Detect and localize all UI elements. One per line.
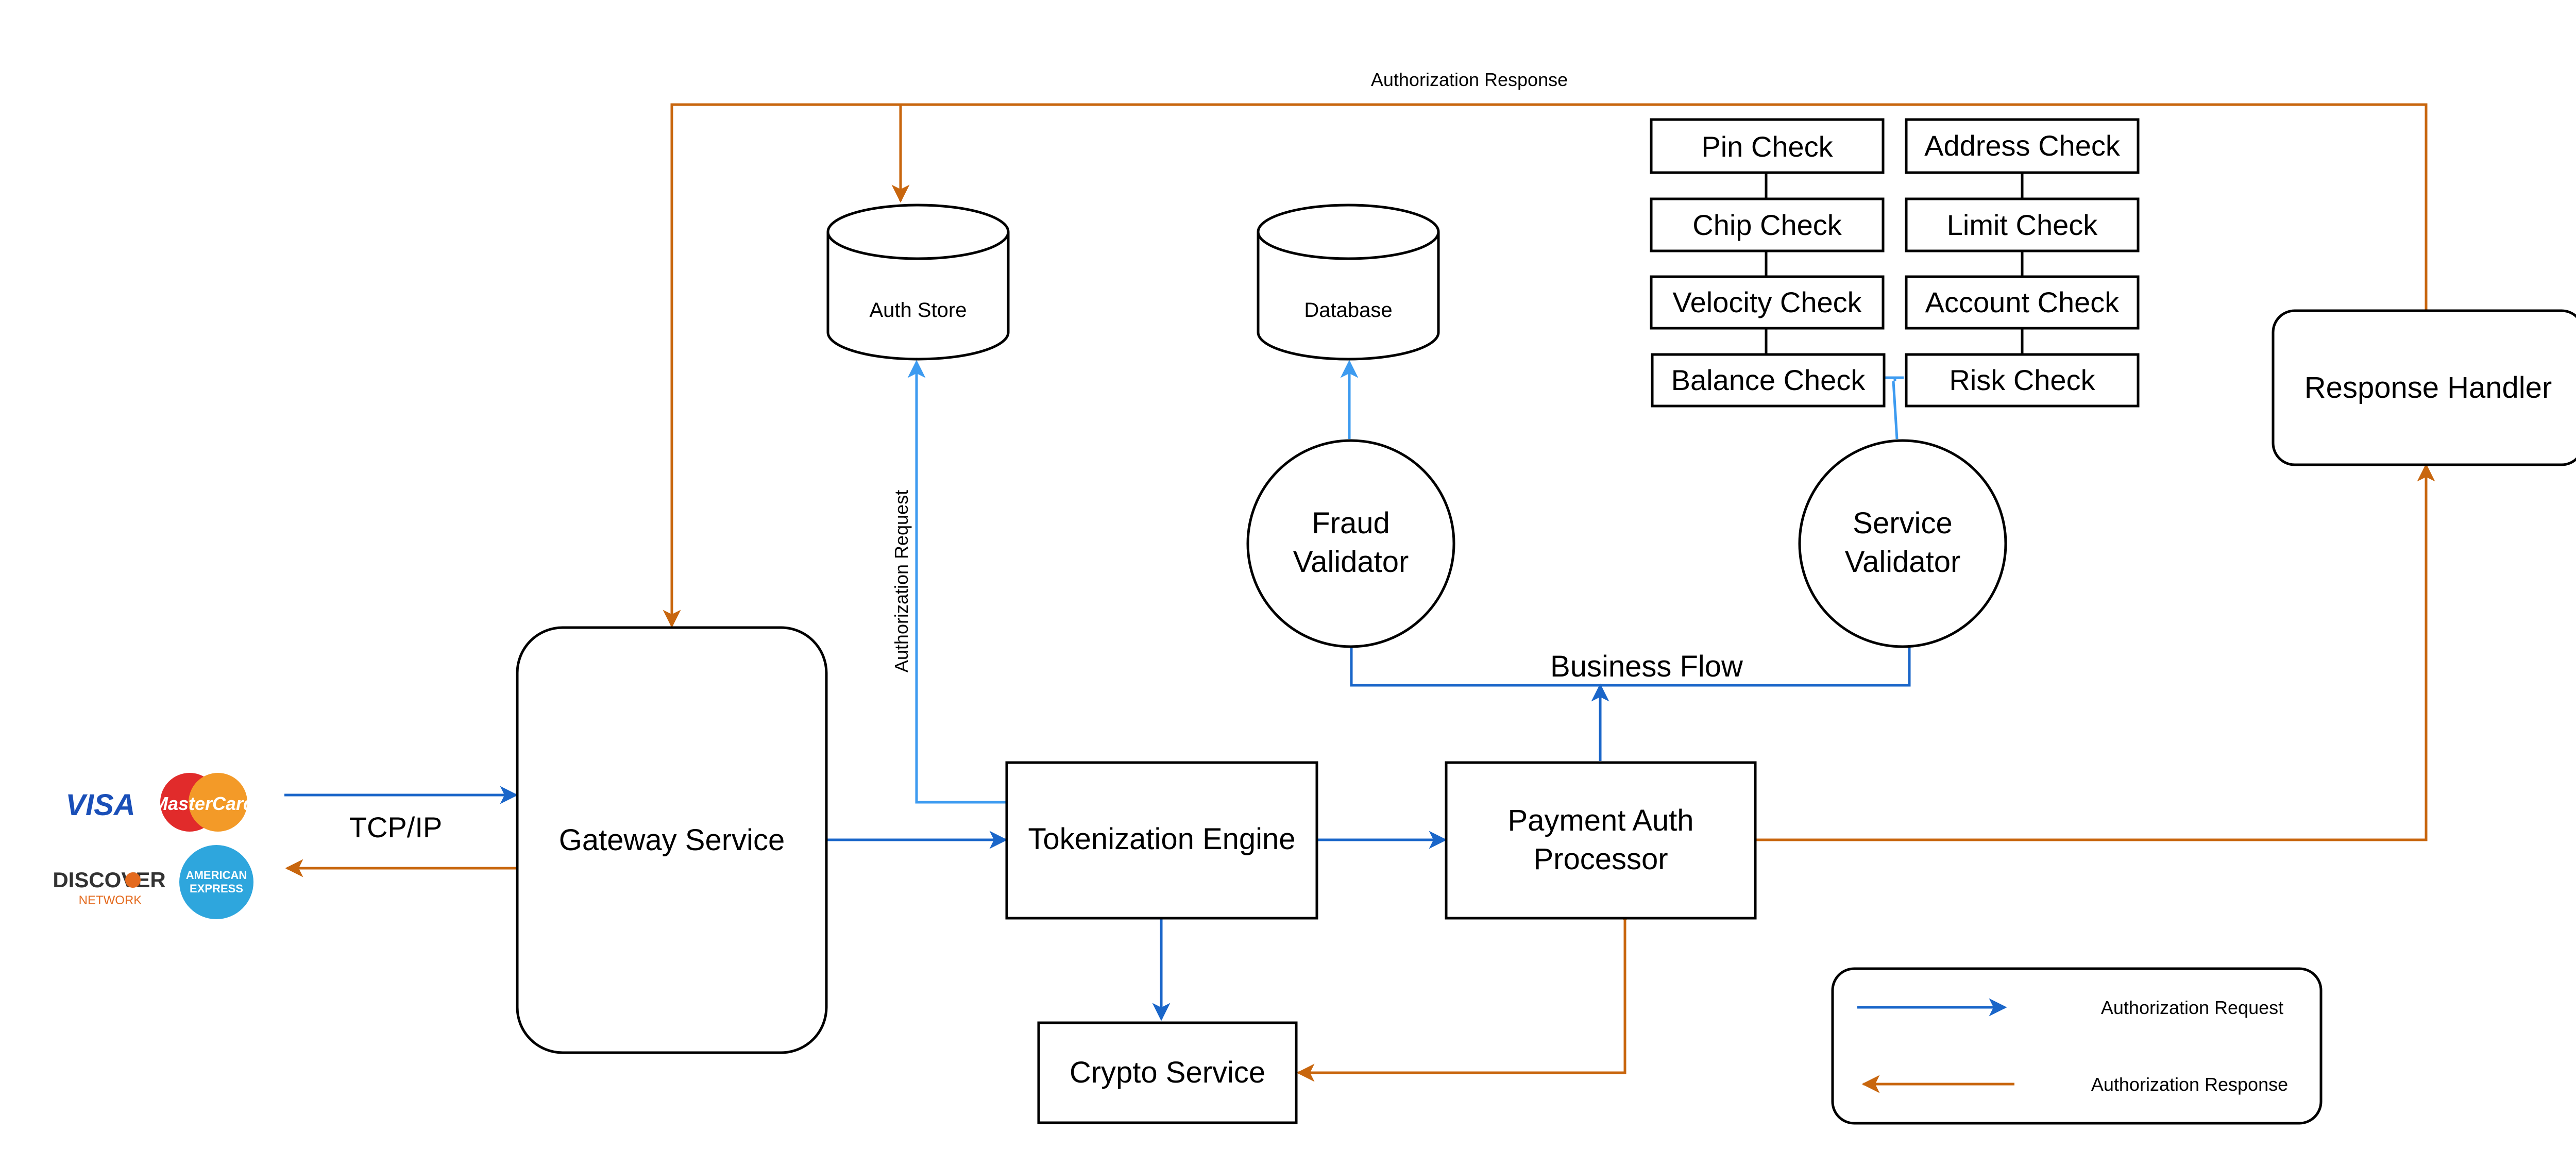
edge-response-loop-to-gateway [663,103,2428,628]
amex-line1: AMERICAN [186,869,247,882]
amex-circle [179,845,253,919]
edge-tokenization-to-authstore [907,360,1006,804]
check-box: Pin Check [1650,118,1885,174]
connectors [284,103,2435,1082]
auth-store-label: Auth Store [869,299,967,322]
payment-auth-label-line2: Processor [1533,842,1668,876]
edge-service-to-checks [1892,379,1899,440]
tcpip-label: TCP/IP [349,811,442,843]
payment-auth-label-line1: Payment Auth [1507,804,1693,837]
check-box: Limit Check [1905,197,2140,252]
tokenization-engine-node: Tokenization Engine [1005,761,1318,920]
response-handler-node: Response Handler [2272,309,2576,466]
crypto-service-node: Crypto Service [1037,1021,1298,1124]
visa-logo: VISA [65,788,135,822]
check-box: Address Check [1905,118,2140,174]
check-box-label: Chip Check [1692,209,1842,241]
legend-request-label: Authorization Request [2101,997,2283,1018]
check-box: Balance Check [1651,353,1886,408]
edge-crypto-payment [1296,905,1634,1082]
check-box-label: Balance Check [1671,364,1866,396]
authorization-request-vertical-label: Authorization Request [891,490,912,672]
check-box-label: Risk Check [1949,364,2095,396]
checks-right-column: Address Check Limit Check Account Check … [1905,118,2140,408]
check-box: Risk Check [1905,353,2140,408]
check-box: Velocity Check [1650,275,1885,330]
check-box-label: Pin Check [1701,130,1833,163]
edge-payment-to-response-handler [1756,463,2435,841]
gateway-service-label: Gateway Service [559,823,785,857]
crypto-service-label: Crypto Service [1070,1056,1265,1089]
gateway-service-node: Gateway Service [516,626,828,1054]
mastercard-logo: MasterCard [152,773,255,832]
check-box-label: Limit Check [1947,209,2098,241]
amex-logo: AMERICAN EXPRESS [179,845,253,919]
tokenization-engine-label: Tokenization Engine [1028,822,1295,856]
response-handler-label: Response Handler [2304,371,2552,404]
service-validator-line2: Validator [1845,545,1961,579]
discover-network-text: NETWORK [79,893,142,907]
visa-logo-text: VISA [65,788,135,822]
fraud-validator-node: Fraud Validator [1246,439,1455,648]
payment-auth-processor-node: Payment Auth Processor [1445,761,1757,920]
service-validator-line1: Service [1853,506,1952,540]
mastercard-orange-circle [189,773,247,832]
check-box-label: Velocity Check [1672,286,1862,318]
discover-logo-text: DISCOVER [53,868,165,892]
business-flow-label: Business Flow [1550,650,1743,683]
check-box-label: Account Check [1925,286,2120,318]
check-box-label: Address Check [1924,129,2121,162]
database-node: Database [1257,204,1440,361]
fraud-validator-line2: Validator [1293,545,1409,579]
discover-logo: DISCOVER NETWORK [53,868,165,907]
check-box: Account Check [1905,275,2140,330]
legend: Authorization Request Authorization Resp… [1831,967,2323,1125]
fraud-validator-line1: Fraud [1312,506,1390,540]
check-box: Chip Check [1650,197,1885,252]
card-networks: VISA MasterCard DISCOVER NETWORK AMERICA… [53,773,255,919]
auth-store-node: Auth Store [826,204,1010,361]
database-label: Database [1304,299,1392,322]
service-validator-node: Service Validator [1798,439,2007,648]
legend-response-label: Authorization Response [2091,1074,2288,1095]
amex-line2: EXPRESS [190,882,243,895]
checks-left-column: Pin Check Chip Check Velocity Check Bala… [1650,118,1886,408]
discover-dot [125,872,141,888]
business-flow-bracket [1350,645,1911,687]
authorization-response-top-label: Authorization Response [1371,69,1568,90]
mastercard-logo-text: MasterCard [152,793,255,814]
